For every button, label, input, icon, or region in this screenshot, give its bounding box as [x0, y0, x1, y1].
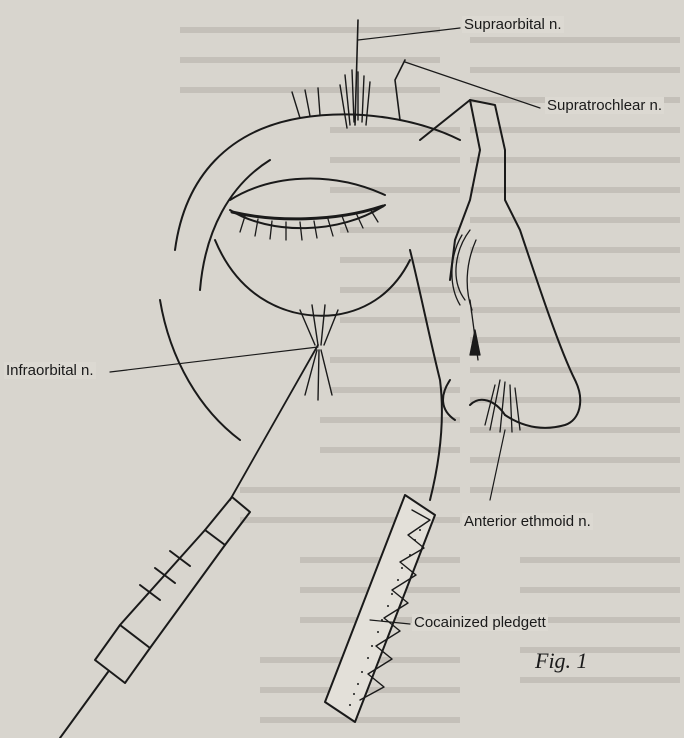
eyebrow — [292, 70, 370, 128]
forehead-line — [200, 160, 270, 290]
label-supratrochlear: Supratrochlear n. — [545, 97, 664, 114]
infraorbital-nerve — [300, 305, 338, 400]
figure-caption: Fig. 1 — [535, 648, 588, 674]
alar-groove — [443, 380, 455, 420]
leader-infraorbital — [110, 347, 318, 372]
label-pledgett: Cocainized pledgett — [412, 614, 548, 631]
syringe-needle — [230, 345, 318, 500]
syringe — [60, 497, 250, 738]
cheek-contour — [160, 300, 240, 440]
nose-profile — [420, 100, 580, 428]
lower-orbit-contour — [215, 240, 410, 316]
label-infraorbital: Infraorbital n. — [4, 362, 96, 379]
label-supraorbital: Supraorbital n. — [462, 16, 564, 33]
label-anterior-ethmoid: Anterior ethmoid n. — [462, 513, 593, 530]
